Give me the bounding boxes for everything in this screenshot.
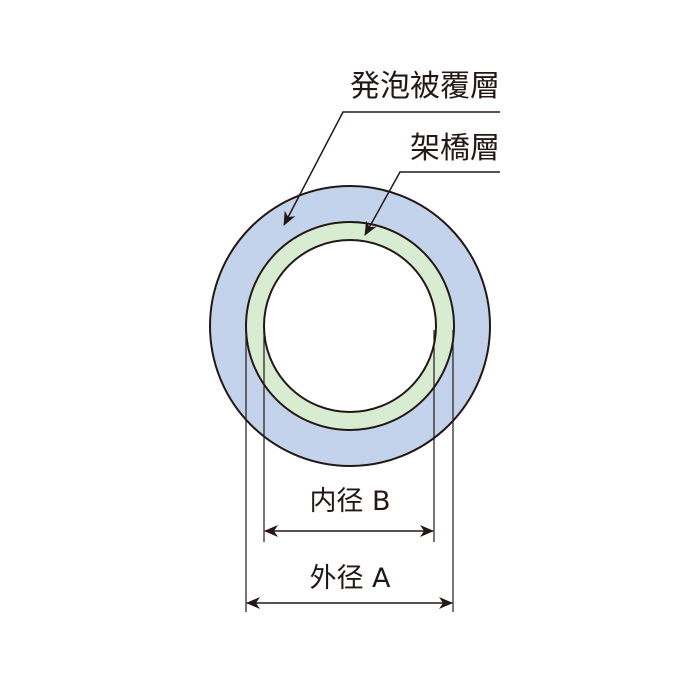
foam-layer-label: 発泡被覆層 [350,69,500,104]
outer-diameter-label: 外径 A [309,563,391,594]
foam-layer-leader [283,111,500,226]
pipe-bore [263,239,437,413]
inner-diameter-label: 内径 B [309,486,390,517]
crosslinked-layer-leader [364,171,500,236]
crosslinked-layer-label: 架橋層 [410,131,500,166]
